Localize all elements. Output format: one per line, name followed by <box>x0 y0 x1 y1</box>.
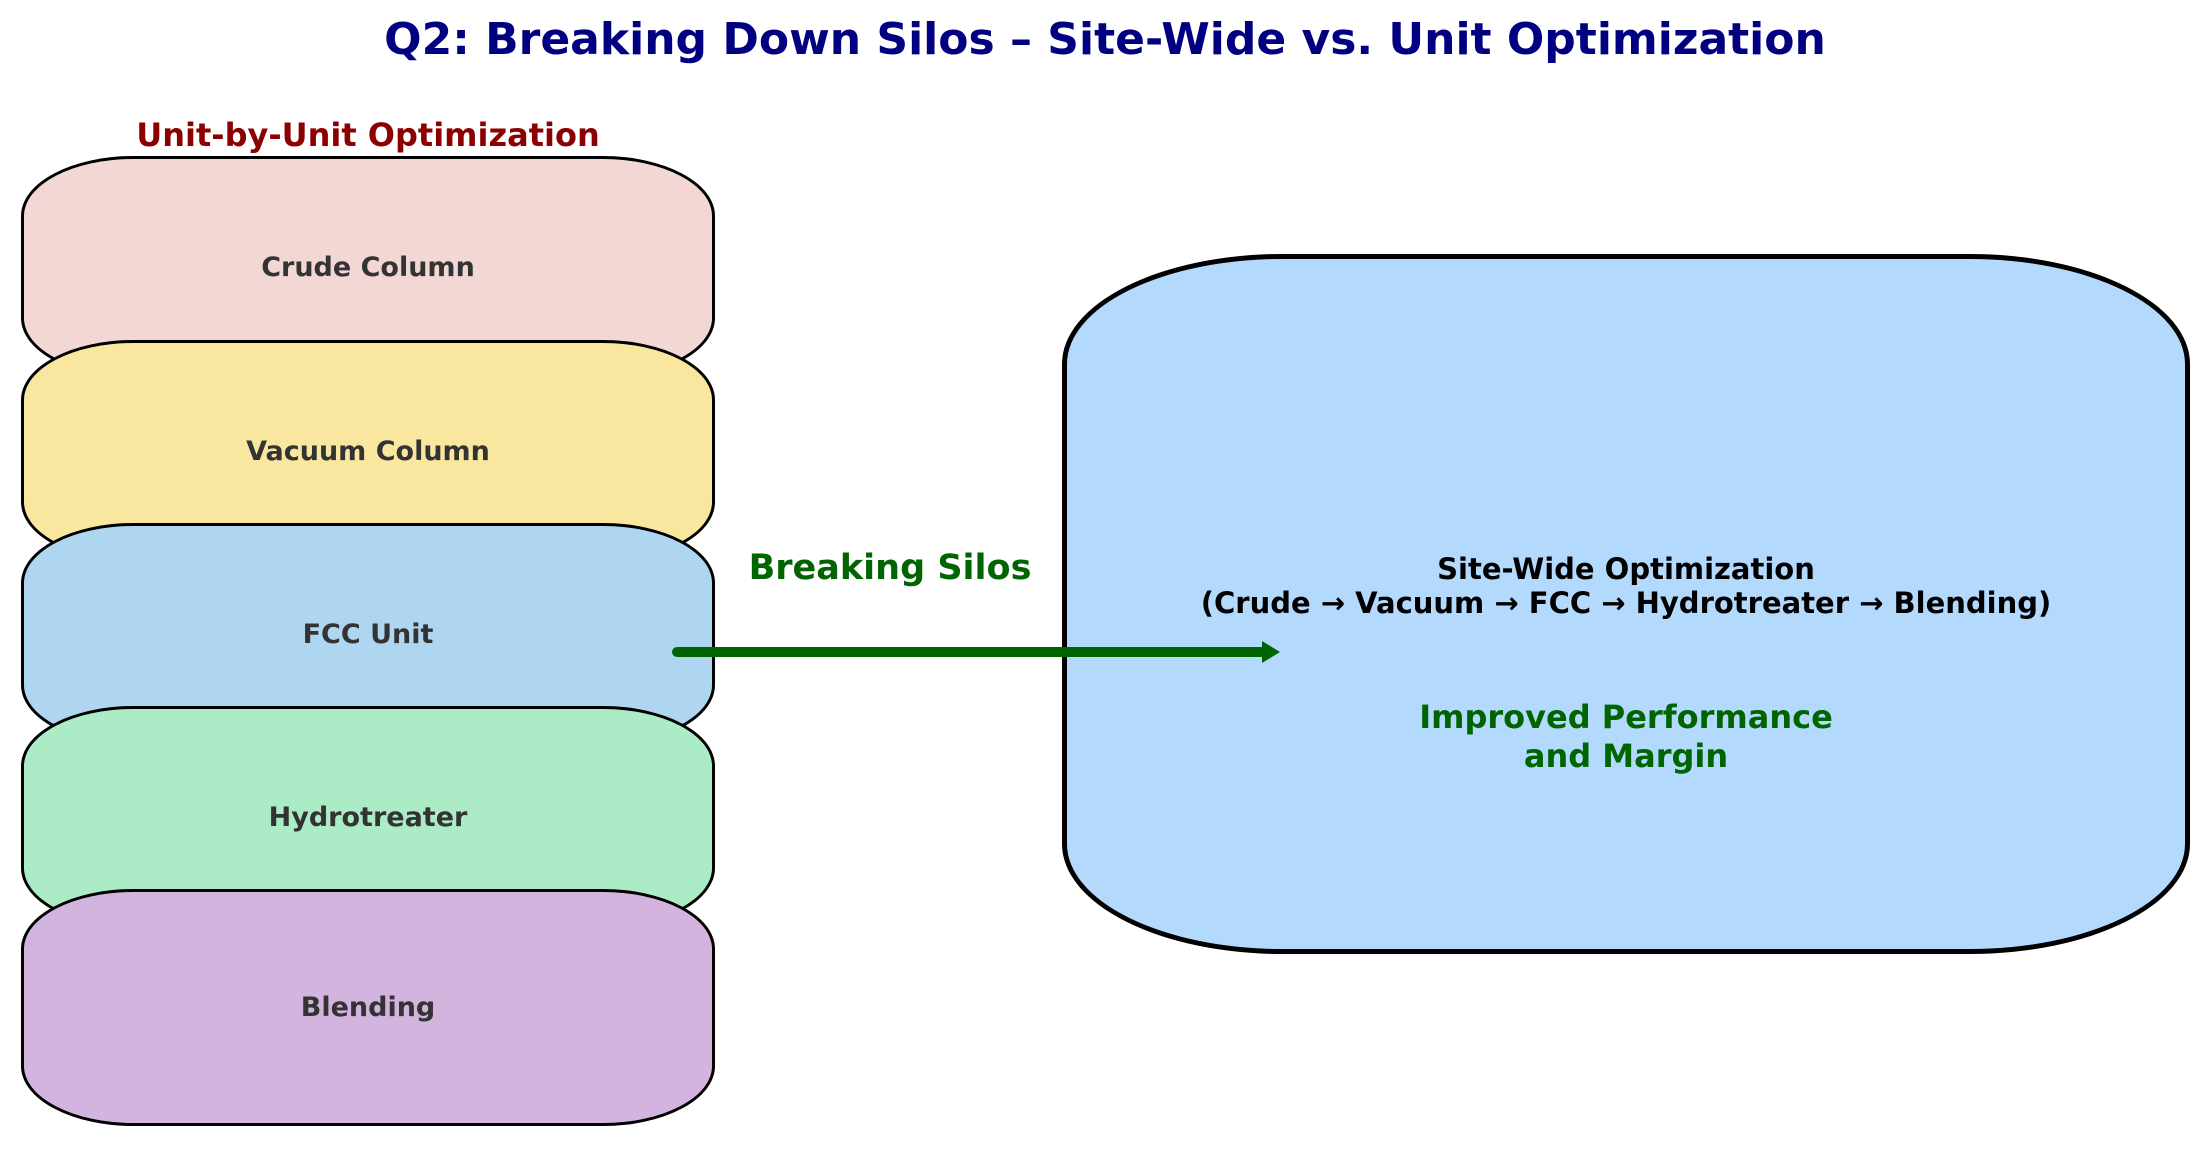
outcome-line2: and Margin <box>1523 737 1729 775</box>
unit-label: Blending <box>300 992 436 1023</box>
breaking-silos-label: Breaking Silos <box>748 548 1032 588</box>
unit-label: FCC Unit <box>302 618 434 650</box>
outcome-text: Improved Performance and Margin <box>1062 698 2190 776</box>
diagram-title: Q2: Breaking Down Silos – Site-Wide vs. … <box>384 14 1826 65</box>
site-wide-title: Site-Wide Optimization (Crude → Vacuum →… <box>1062 552 2190 620</box>
unit-label: Vacuum Column <box>246 435 490 467</box>
site-wide-title-line1: Site-Wide Optimization <box>1437 552 1815 586</box>
unit-label: Hydrotreater <box>268 801 468 833</box>
outcome-line1: Improved Performance <box>1419 698 1833 736</box>
site-wide-flow-line: (Crude → Vacuum → FCC → Hydrotreater → B… <box>1200 586 2052 620</box>
unit-by-unit-heading: Unit-by-Unit Optimization <box>136 116 600 154</box>
unit-box-blending: Blending <box>21 889 715 1126</box>
site-wide-optimization-box <box>1062 254 2190 954</box>
unit-label: Crude Column <box>261 251 475 283</box>
